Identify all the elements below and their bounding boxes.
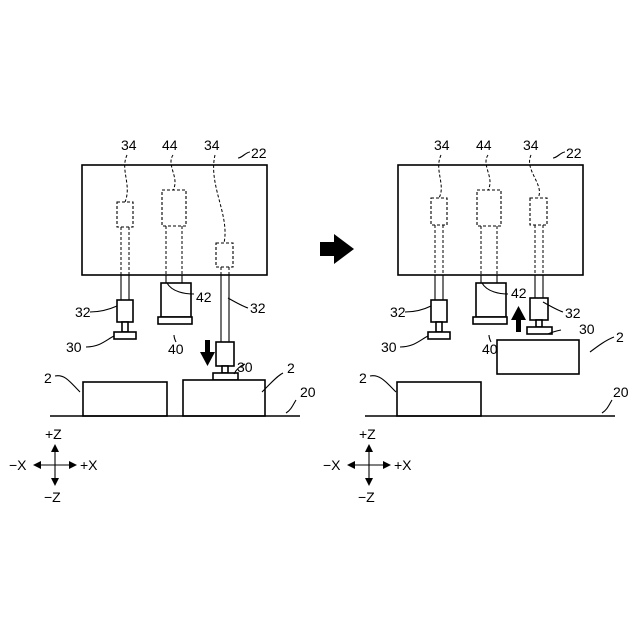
label-30: 30 bbox=[66, 339, 82, 355]
label-32: 32 bbox=[250, 300, 266, 316]
label-20: 20 bbox=[613, 384, 629, 400]
axis-plus-z: +Z bbox=[359, 426, 376, 442]
label-42: 42 bbox=[511, 285, 527, 301]
label-2: 2 bbox=[44, 370, 52, 386]
left-panel: 34 44 34 22 32 30 42 40 32 30 2 2 20 +Z … bbox=[9, 137, 316, 505]
right-nozzle-32a bbox=[431, 300, 447, 322]
left-axes-icon bbox=[33, 444, 77, 486]
left-nozzle-32a bbox=[117, 300, 133, 322]
right-nozzle-32b bbox=[530, 298, 548, 320]
label-2: 2 bbox=[359, 370, 367, 386]
left-motor-34a bbox=[117, 202, 133, 227]
label-34: 34 bbox=[523, 137, 539, 153]
label-44: 44 bbox=[162, 137, 178, 153]
label-30: 30 bbox=[579, 321, 595, 337]
label-32: 32 bbox=[75, 304, 91, 320]
right-axes-icon bbox=[347, 444, 391, 486]
label-2: 2 bbox=[287, 360, 295, 376]
right-tip-30b bbox=[527, 327, 552, 334]
right-camera-40 bbox=[473, 317, 507, 324]
left-motor-34b bbox=[216, 243, 233, 267]
axis-minus-z: −Z bbox=[44, 489, 61, 505]
right-camera-42 bbox=[476, 283, 506, 317]
right-tip-30a bbox=[428, 332, 450, 339]
left-workpiece-b bbox=[183, 380, 265, 416]
label-44: 44 bbox=[476, 137, 492, 153]
left-workpiece-a bbox=[83, 382, 167, 416]
label-22: 22 bbox=[566, 145, 582, 161]
label-34: 34 bbox=[434, 137, 450, 153]
right-workpiece-a bbox=[397, 382, 481, 416]
label-30: 30 bbox=[381, 339, 397, 355]
left-nozzle-32b bbox=[216, 342, 234, 366]
label-22: 22 bbox=[251, 145, 267, 161]
left-camera-44 bbox=[162, 190, 186, 226]
label-34: 34 bbox=[121, 137, 137, 153]
axis-minus-x: −X bbox=[323, 457, 341, 473]
left-tip-30a bbox=[114, 332, 136, 339]
axis-plus-z: +Z bbox=[45, 426, 62, 442]
axis-plus-x: +X bbox=[80, 457, 98, 473]
left-leader-22 bbox=[238, 152, 250, 158]
axis-plus-x: +X bbox=[394, 457, 412, 473]
label-30: 30 bbox=[237, 359, 253, 375]
label-40: 40 bbox=[482, 341, 498, 357]
transition-right-arrow-icon bbox=[320, 234, 354, 264]
label-42: 42 bbox=[196, 289, 212, 305]
motion-down-icon bbox=[200, 340, 215, 366]
right-panel: 34 44 34 22 32 30 42 40 32 30 2 2 20 +Z … bbox=[323, 137, 629, 505]
axis-minus-z: −Z bbox=[358, 489, 375, 505]
label-34: 34 bbox=[204, 137, 220, 153]
label-32: 32 bbox=[565, 305, 581, 321]
left-camera-40 bbox=[158, 317, 192, 324]
left-camera-42 bbox=[161, 283, 191, 317]
axis-minus-x: −X bbox=[9, 457, 27, 473]
motion-up-icon bbox=[511, 306, 526, 332]
label-2: 2 bbox=[616, 329, 624, 345]
label-40: 40 bbox=[168, 341, 184, 357]
label-20: 20 bbox=[300, 384, 316, 400]
right-workpiece-picked bbox=[497, 340, 579, 374]
label-32: 32 bbox=[390, 304, 406, 320]
